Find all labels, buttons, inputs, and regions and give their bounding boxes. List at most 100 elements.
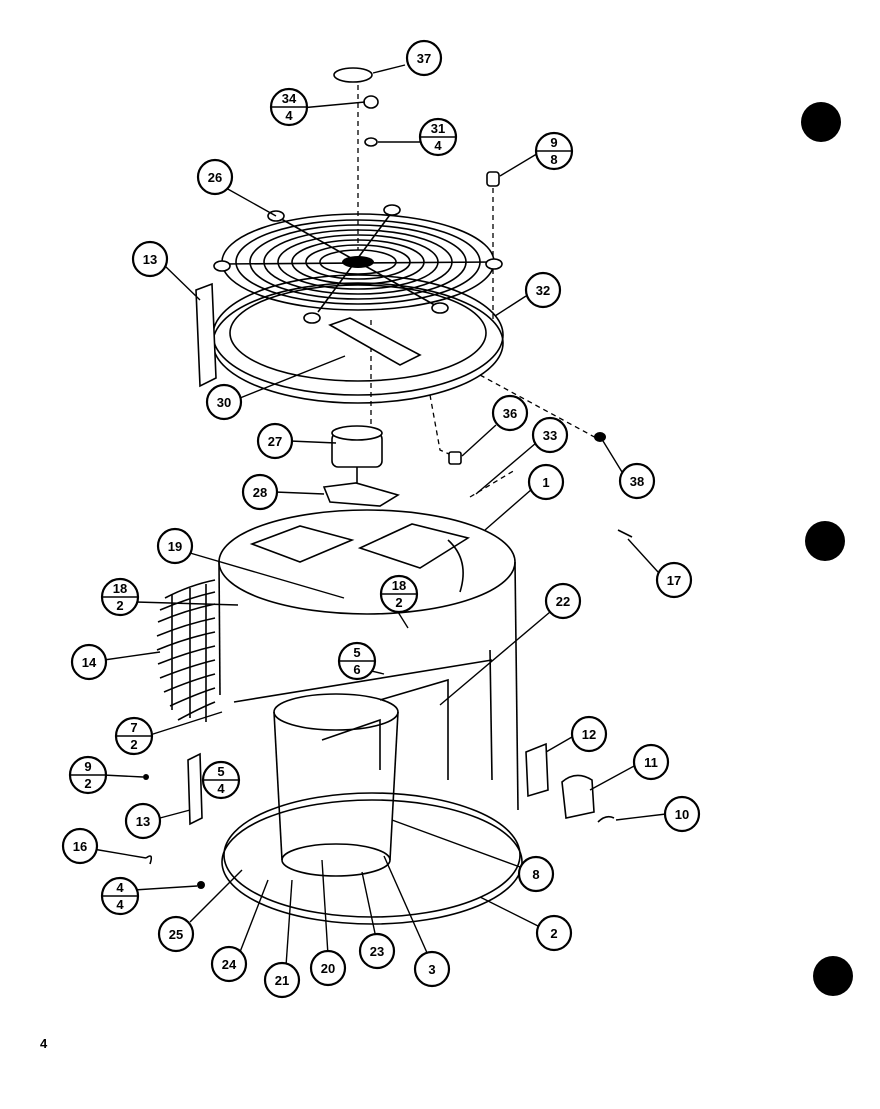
svg-text:38: 38: [630, 474, 644, 489]
callout-4-4[interactable]: 4 4: [100, 876, 140, 916]
svg-text:31: 31: [431, 121, 445, 136]
svg-text:9: 9: [550, 135, 557, 150]
callout-7-2[interactable]: 7 2: [114, 716, 154, 756]
callout-30[interactable]: 30: [205, 383, 243, 421]
callout-16[interactable]: 16: [61, 827, 99, 865]
callout-20[interactable]: 20: [309, 949, 347, 987]
callout-9-8[interactable]: 9 8: [534, 131, 574, 171]
bracket-part-upper: [195, 282, 217, 388]
callout-25[interactable]: 25: [157, 915, 195, 953]
svg-text:2: 2: [116, 598, 123, 613]
clamp-part: [525, 742, 549, 798]
compressor: [273, 678, 449, 877]
screw-part-4: [197, 881, 205, 889]
svg-text:20: 20: [321, 961, 335, 976]
callout-9-2[interactable]: 9 2: [68, 755, 108, 795]
svg-text:36: 36: [503, 406, 517, 421]
svg-text:4: 4: [434, 138, 442, 153]
svg-text:4: 4: [116, 880, 124, 895]
svg-text:2: 2: [550, 926, 557, 941]
callout-13-upper[interactable]: 13: [131, 240, 169, 278]
callout-5-6[interactable]: 5 6: [337, 641, 377, 681]
svg-text:5: 5: [217, 764, 224, 779]
cabinet-housing: [218, 509, 519, 811]
svg-text:14: 14: [82, 655, 97, 670]
svg-text:16: 16: [73, 839, 87, 854]
callout-17[interactable]: 17: [655, 561, 693, 599]
svg-text:3: 3: [428, 962, 435, 977]
callout-10[interactable]: 10: [663, 795, 701, 833]
svg-text:22: 22: [556, 594, 570, 609]
svg-text:17: 17: [667, 573, 681, 588]
svg-text:37: 37: [417, 51, 431, 66]
svg-text:34: 34: [282, 91, 297, 106]
svg-text:25: 25: [169, 927, 183, 942]
callout-38[interactable]: 38: [618, 462, 656, 500]
callout-11[interactable]: 11: [632, 743, 670, 781]
svg-text:21: 21: [275, 973, 289, 988]
callout-18-2-center[interactable]: 18 2: [379, 574, 419, 614]
callout-21[interactable]: 21: [263, 961, 301, 999]
svg-text:4: 4: [116, 897, 124, 912]
svg-text:28: 28: [253, 485, 267, 500]
svg-text:8: 8: [550, 152, 557, 167]
punch-hole-bottom: [813, 956, 853, 996]
callout-27[interactable]: 27: [256, 422, 294, 460]
parts-artwork: [143, 67, 633, 925]
callout-12[interactable]: 12: [570, 715, 608, 753]
callout-19[interactable]: 19: [156, 527, 194, 565]
callout-1[interactable]: 1: [527, 463, 565, 501]
svg-text:1: 1: [542, 475, 549, 490]
base-pan: [221, 792, 523, 925]
svg-text:18: 18: [392, 578, 406, 593]
screw-part-38: [594, 432, 606, 442]
svg-text:24: 24: [222, 957, 237, 972]
callout-2[interactable]: 2: [535, 914, 573, 952]
callout-22[interactable]: 22: [544, 582, 582, 620]
bracket-part-lower: [187, 752, 203, 826]
callout-8[interactable]: 8: [517, 855, 555, 893]
callout-33[interactable]: 33: [531, 416, 569, 454]
fan-guard-grille: [213, 204, 503, 324]
svg-text:9: 9: [84, 759, 91, 774]
callout-31-4[interactable]: 31 4: [418, 117, 458, 157]
svg-text:13: 13: [143, 252, 157, 267]
callout-3[interactable]: 3: [413, 950, 451, 988]
clip-part-10: [597, 815, 615, 823]
svg-text:2: 2: [84, 776, 91, 791]
callout-23[interactable]: 23: [358, 932, 396, 970]
callout-37[interactable]: 37: [405, 39, 443, 77]
svg-text:2: 2: [130, 737, 137, 752]
callout-34-4[interactable]: 34 4: [269, 87, 309, 127]
fan-motor: [331, 425, 383, 492]
callout-14[interactable]: 14: [70, 643, 108, 681]
punch-hole-middle: [805, 521, 845, 561]
svg-text:4: 4: [285, 108, 293, 123]
clip-part: [448, 451, 462, 465]
callout-18-2-left[interactable]: 18 2: [100, 577, 140, 617]
leader-lines: [92, 64, 667, 967]
svg-text:23: 23: [370, 944, 384, 959]
svg-text:30: 30: [217, 395, 231, 410]
callout-24[interactable]: 24: [210, 945, 248, 983]
condenser-coil: [156, 579, 216, 722]
svg-text:4: 4: [217, 781, 225, 796]
svg-text:2: 2: [395, 595, 402, 610]
callout-28[interactable]: 28: [241, 473, 279, 511]
svg-text:7: 7: [130, 720, 137, 735]
callout-26[interactable]: 26: [196, 158, 234, 196]
svg-text:11: 11: [644, 755, 658, 770]
washer-part: [364, 137, 378, 147]
callout-36[interactable]: 36: [491, 394, 529, 432]
cap-part: [333, 67, 373, 83]
spring-part-16: [145, 855, 153, 865]
nut-part: [363, 95, 379, 109]
svg-text:18: 18: [113, 581, 127, 596]
callout-13-lower[interactable]: 13: [124, 802, 162, 840]
callout-5-4[interactable]: 5 4: [201, 760, 241, 800]
svg-text:32: 32: [536, 283, 550, 298]
callout-32[interactable]: 32: [524, 271, 562, 309]
screw-part-17: [617, 529, 633, 538]
svg-text:27: 27: [268, 434, 282, 449]
